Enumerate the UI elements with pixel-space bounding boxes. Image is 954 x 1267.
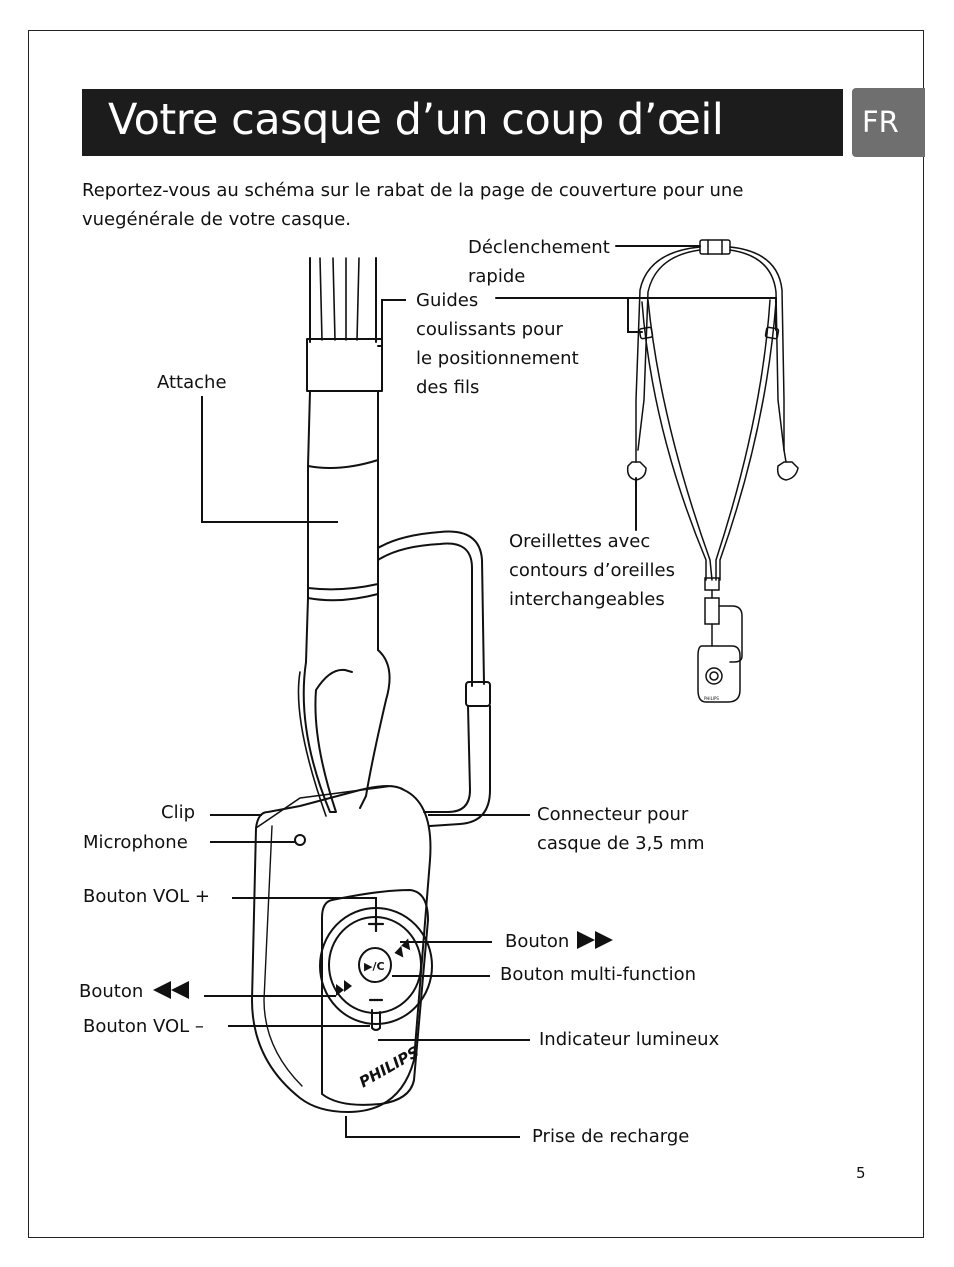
label-quick-release-line2: rapide: [468, 266, 526, 287]
label-earpieces: Oreillettes avec contours d’oreilles int…: [509, 527, 675, 614]
label-attache: Attache: [157, 372, 227, 393]
label-wire-guides-line2: coulissants pour: [416, 319, 563, 340]
label-fast-forward: Bouton: [505, 927, 615, 956]
label-vol-plus: Bouton VOL +: [83, 886, 210, 907]
center-button-label: ▶/C: [364, 960, 385, 973]
label-connector-line2: casque de 3,5 mm: [537, 833, 705, 854]
label-rewind-text: Bouton: [79, 981, 144, 1002]
label-earpieces-line1: Oreillettes avec: [509, 531, 651, 552]
label-fast-forward-text: Bouton: [505, 931, 570, 952]
label-indicator: Indicateur lumineux: [539, 1029, 720, 1050]
label-wire-guides-line3: le positionnement: [416, 348, 579, 369]
label-connector: Connecteur pour casque de 3,5 mm: [537, 800, 705, 858]
label-wire-guides-line4: des fils: [416, 377, 480, 398]
label-multi-function: Bouton multi-function: [500, 964, 696, 985]
intro-text: Reportez-vous au schéma sur le rabat de …: [82, 180, 744, 230]
label-wire-guides: Guides coulissants pour le positionnemen…: [416, 286, 579, 402]
label-microphone: Microphone: [83, 832, 188, 853]
label-quick-release-line1: Déclenchement: [468, 237, 610, 258]
label-rewind: Bouton: [79, 977, 190, 1006]
rewind-icon: [153, 981, 190, 999]
label-vol-minus: Bouton VOL –: [83, 1016, 204, 1037]
page-title: Votre casque d’un coup d’œil: [108, 95, 724, 145]
label-charging-port: Prise de recharge: [532, 1126, 690, 1147]
label-connector-line1: Connecteur pour: [537, 804, 689, 825]
label-earpieces-line3: interchangeables: [509, 589, 665, 610]
page-frame: [28, 30, 924, 1238]
page-number: 5: [856, 1164, 866, 1182]
label-earpieces-line2: contours d’oreilles: [509, 560, 675, 581]
small-brand-text: PHILIPS: [704, 696, 719, 701]
label-quick-release: Déclenchement rapide: [468, 233, 610, 291]
language-tab: FR: [852, 88, 925, 157]
fast-forward-icon: [577, 931, 614, 949]
title-bar: Votre casque d’un coup d’œil: [82, 89, 843, 156]
label-wire-guides-line1: Guides: [416, 290, 479, 311]
label-clip: Clip: [161, 802, 195, 823]
